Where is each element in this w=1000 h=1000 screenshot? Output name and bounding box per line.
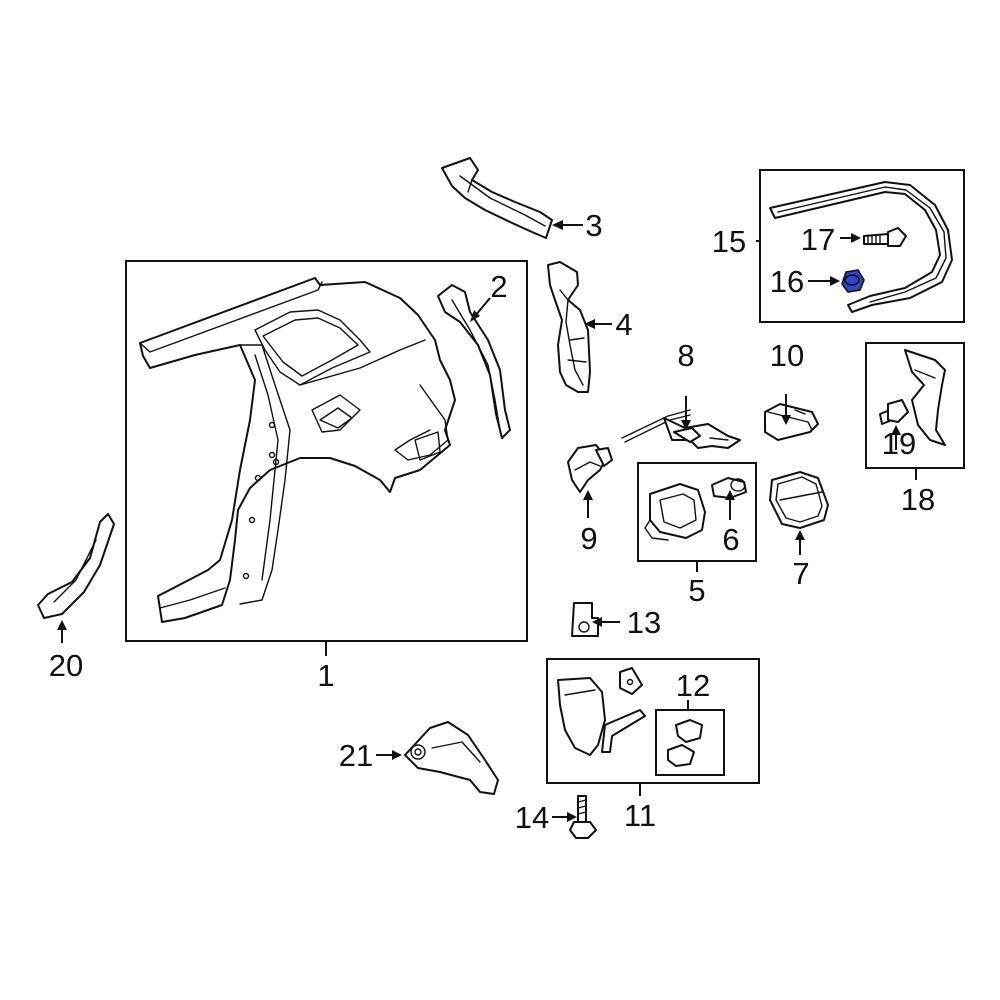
quarter-panel-part-1 (139, 277, 456, 623)
leader-lines (57, 220, 917, 822)
callout-20: 20 (49, 648, 83, 683)
fuel-door-rod-latch-part-8 (621, 409, 741, 449)
lower-extension-part-20 (37, 513, 115, 619)
callout-8: 8 (677, 338, 694, 373)
nut-plate-part-13 (571, 602, 599, 637)
callout-11: 11 (624, 798, 656, 833)
callout-5: 5 (688, 573, 705, 608)
fuel-door-part-7 (769, 471, 829, 529)
inner-bracket-part-4 (547, 261, 591, 393)
callout-19: 19 (882, 426, 916, 461)
callout-21: 21 (339, 738, 373, 773)
latch-module-part-10 (764, 403, 819, 441)
callout-13: 13 (627, 605, 661, 640)
group-box-15 (759, 169, 965, 323)
callout-3: 3 (585, 208, 602, 243)
callout-9: 9 (580, 521, 597, 556)
callout-15: 15 (712, 224, 746, 259)
callout-18: 18 (901, 482, 935, 517)
callout-17: 17 (801, 222, 835, 257)
panel-part-21 (404, 721, 499, 795)
wheel-opening-molding-part-15 (769, 181, 953, 313)
fuel-door-pin-part-6 (711, 477, 747, 499)
callout-14: 14 (515, 800, 549, 835)
group-box-11 (546, 658, 760, 784)
pillar-reinforcement-part-2 (437, 284, 511, 439)
screw-part-14 (569, 795, 597, 839)
clip-part-16-highlighted (841, 269, 865, 293)
group-box-12 (655, 709, 725, 776)
fuel-door-housing-part-5 (644, 483, 706, 541)
clip-part-11-small (619, 667, 643, 695)
callout-6: 6 (722, 522, 739, 557)
callout-4: 4 (615, 307, 632, 342)
callout-2: 2 (490, 269, 507, 304)
rail-bracket-part-3 (441, 157, 553, 239)
bolt-part-17 (863, 227, 907, 247)
callout-10: 10 (770, 338, 804, 373)
clip-part-12 (667, 719, 703, 767)
callout-7: 7 (792, 556, 809, 591)
callout-12: 12 (676, 668, 710, 703)
screw-part-19 (879, 399, 909, 425)
splash-guard-part-11 (557, 677, 646, 756)
callout-16: 16 (770, 264, 804, 299)
bracket-part-18 (904, 349, 946, 446)
callout-1: 1 (317, 658, 334, 693)
latch-actuator-part-9 (567, 444, 613, 493)
